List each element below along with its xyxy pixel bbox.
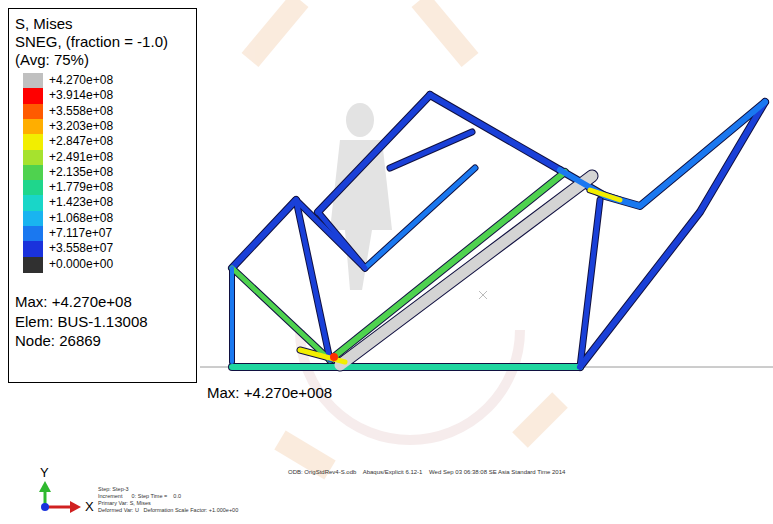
frame-member [296, 200, 365, 268]
member-outline [580, 102, 765, 367]
increment-info: Increment 0: Step Time = 0.0 [98, 493, 181, 499]
bus-frame [232, 95, 765, 367]
legend-box: S, MisesSNEG, (fraction = -1.0)(Avg: 75%… [8, 8, 197, 383]
legend-value: +3.558e+08 [49, 104, 113, 118]
max-annotation: Max: +4.270e+008 [207, 384, 332, 401]
legend-value: +2.491e+08 [49, 150, 113, 164]
primary-var-info: Primary Var: S, Mises [98, 500, 151, 506]
watermark-head [346, 103, 374, 137]
step-info: Step: Step-3 [98, 486, 129, 492]
legend-value: +3.558e+07 [49, 241, 113, 255]
frame-member [365, 168, 475, 268]
triad [39, 481, 81, 513]
frame-member [430, 95, 560, 170]
legend-value: +4.270e+08 [49, 73, 113, 87]
ground-line [200, 367, 773, 368]
watermark-arc [300, 330, 520, 440]
legend-value: +1.423e+08 [49, 195, 113, 209]
crosshair [479, 291, 487, 299]
legend-value: +3.914e+08 [49, 88, 113, 102]
member-outline [340, 176, 592, 365]
odb-info: ODB: OrigStdRev4-S.odb Abaqus/Explicit 6… [288, 469, 565, 476]
member-outline [229, 268, 235, 362]
frame-member [580, 102, 765, 367]
frame-member [390, 132, 472, 168]
member-outline [318, 95, 430, 212]
member-outline [365, 168, 475, 268]
x-axis-arrow [45, 506, 72, 509]
frame-member [232, 200, 296, 268]
member-outline [318, 212, 365, 268]
legend-heading: Max: +4.270e+08 [15, 293, 132, 310]
legend-swatch [23, 257, 43, 273]
frame-member [232, 364, 580, 370]
legend-value: +2.135e+08 [49, 165, 113, 179]
frame-member [580, 200, 600, 367]
legend-heading: SNEG, (fraction = -1.0) [15, 33, 168, 50]
y-axis-head [39, 481, 51, 492]
frame-member [230, 268, 234, 362]
legend-swatch [23, 165, 43, 181]
legend-value: +3.203e+08 [49, 119, 113, 133]
max-stress-spot [330, 353, 338, 361]
legend-value: +0.000e+00 [49, 257, 113, 271]
legend-heading: S, Mises [15, 15, 73, 32]
legend-heading: Elem: BUS-1.13008 [15, 313, 148, 330]
legend-swatch [23, 134, 43, 150]
legend-value: +7.117e+07 [49, 226, 112, 240]
legend-value: +2.847e+08 [49, 134, 113, 148]
member-outline [430, 95, 560, 170]
frame-member [590, 190, 620, 200]
legend-swatch [23, 195, 43, 211]
axis-label: Y [40, 466, 49, 481]
legend-swatch [23, 241, 43, 257]
member-outline [390, 132, 472, 168]
frame-member [560, 102, 765, 206]
axis-label: X [85, 500, 94, 515]
legend-swatch [23, 119, 43, 135]
frame-member [300, 350, 345, 362]
legend-heading: Node: 26869 [15, 332, 101, 349]
triad-origin [41, 503, 49, 511]
deformed-var-info: Deformed Var: U Deformation Scale Factor… [98, 507, 238, 513]
legend-swatch [23, 211, 43, 227]
legend-swatch [23, 73, 43, 89]
frame-member [318, 212, 365, 268]
x-axis-head [70, 501, 81, 513]
legend-swatch [23, 180, 43, 196]
legend-heading: (Avg: 75%) [15, 51, 89, 68]
legend-value: +1.779e+08 [49, 180, 113, 194]
legend-swatch [23, 88, 43, 104]
frame-member [318, 95, 430, 212]
legend-swatch [23, 226, 43, 242]
legend-swatch [23, 150, 43, 166]
member-outline [232, 200, 296, 268]
legend-value: +1.068e+08 [49, 211, 113, 225]
legend-swatch [23, 104, 43, 120]
frame-member [340, 176, 592, 365]
member-outline [232, 363, 580, 371]
